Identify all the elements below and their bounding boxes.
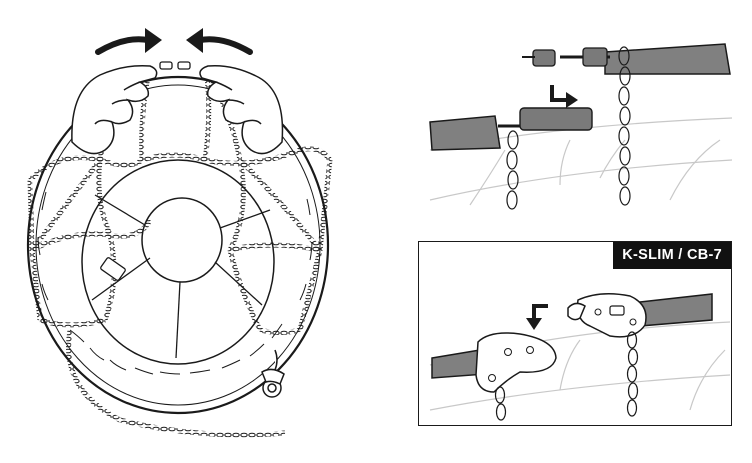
vertical-chains <box>506 46 631 210</box>
left-arrow-icon <box>95 28 162 55</box>
chain-connector <box>159 61 191 70</box>
cable-connection-detail <box>429 43 733 210</box>
model-badge: K-SLIM / CB-7 <box>613 242 731 269</box>
right-arrow-icon <box>186 28 253 55</box>
tire-illustration <box>26 66 333 438</box>
inset-frame: K-SLIM / CB-7 <box>418 241 732 426</box>
chain-tensioner <box>261 349 285 398</box>
hands-illustration <box>71 64 284 155</box>
down-bend-arrow-icon <box>526 304 548 330</box>
bend-arrow-icon <box>550 85 578 108</box>
inset-chains <box>494 331 639 421</box>
inset-hook-detail <box>429 293 731 421</box>
chain-clip <box>100 257 126 281</box>
